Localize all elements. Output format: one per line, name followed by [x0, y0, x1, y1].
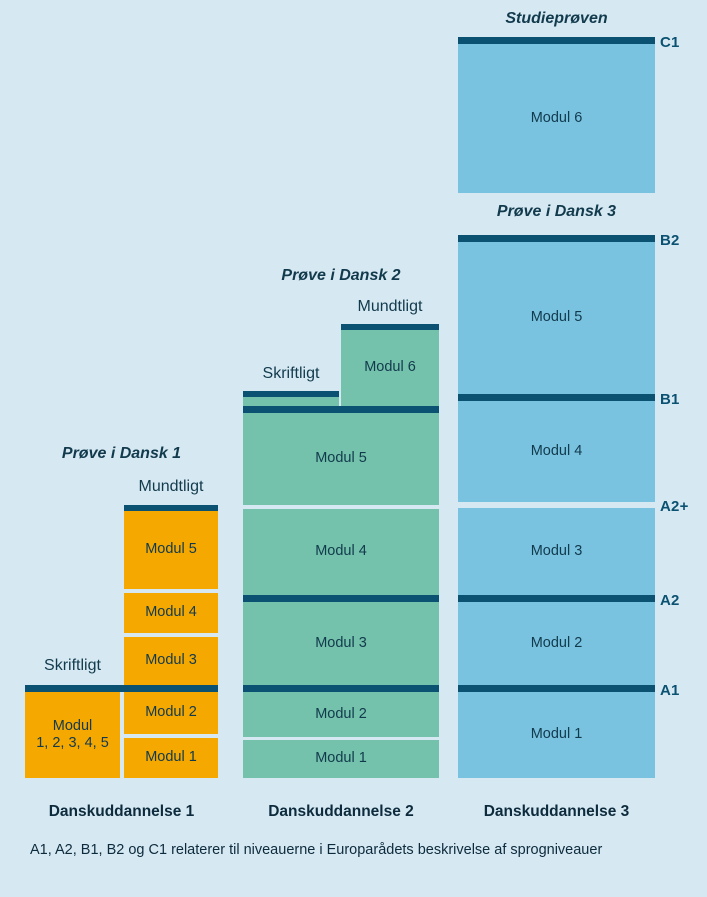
- column-footer-danskuddannelse-3: Danskuddannelse 3: [483, 803, 630, 820]
- level-label-b2: B2: [660, 232, 680, 249]
- bar-du2-a1: [243, 685, 439, 692]
- block-du2-modul-2[interactable]: Modul 2: [243, 692, 439, 737]
- block-du2-skriftligt-stub: [243, 397, 339, 406]
- block-du1-modul-1[interactable]: Modul 1: [124, 738, 218, 778]
- block-du3-modul-3[interactable]: Modul 3: [458, 508, 655, 595]
- block-du2-modul-3[interactable]: Modul 3: [243, 602, 439, 685]
- block-du2-modul-6[interactable]: Modul 6: [341, 330, 439, 406]
- column-footer-danskuddannelse-1: Danskuddannelse 1: [48, 803, 195, 820]
- level-bar-a2: [458, 595, 655, 602]
- sublabel-du2-mundtligt: Mundtligt: [357, 298, 423, 315]
- level-label-a1: A1: [660, 682, 680, 699]
- block-du1-modul-5[interactable]: Modul 5: [124, 511, 218, 589]
- sublabel-du1-skriftligt: Skriftligt: [44, 657, 101, 674]
- bar-du2-a2: [243, 595, 439, 602]
- block-du1-modul-2[interactable]: Modul 2: [124, 692, 218, 734]
- block-du1-modul-3[interactable]: Modul 3: [124, 637, 218, 685]
- block-du3-modul-1[interactable]: Modul 1: [458, 692, 655, 778]
- exam-title-prove-i-dansk-3: Prøve i Dansk 3: [496, 203, 617, 220]
- footnote-text: A1, A2, B1, B2 og C1 relaterer til nivea…: [30, 842, 603, 858]
- level-label-b1: B1: [660, 391, 680, 408]
- column-footer-danskuddannelse-2: Danskuddannelse 2: [268, 803, 414, 820]
- block-du3-modul-6[interactable]: Modul 6: [458, 44, 655, 193]
- level-bar-c1: [458, 37, 655, 44]
- level-label-c1: C1: [660, 34, 680, 51]
- exam-title-prove-i-dansk-2: Prøve i Dansk 2: [281, 267, 401, 284]
- exam-title-prove-i-dansk-1: Prøve i Dansk 1: [61, 445, 182, 462]
- block-du2-modul-4[interactable]: Modul 4: [243, 509, 439, 595]
- sublabel-du1-mundtligt: Mundtligt: [138, 478, 204, 495]
- level-bar-a1: [458, 685, 655, 692]
- block-du2-modul-5[interactable]: Modul 5: [243, 413, 439, 505]
- exam-title-studiepoven: Studieprøven: [505, 10, 608, 27]
- block-du3-modul-2[interactable]: Modul 2: [458, 602, 655, 685]
- sublabel-du2-skriftligt: Skriftligt: [262, 365, 320, 382]
- level-label-a2plus: A2+: [660, 498, 689, 515]
- bar-du1-exam-line: [25, 685, 218, 692]
- block-du1-modul-1-2-3-4-5[interactable]: Modul 1, 2, 3, 4, 5: [25, 692, 120, 778]
- level-bar-b2: [458, 235, 655, 242]
- block-du3-modul-4[interactable]: Modul 4: [458, 401, 655, 502]
- level-bar-b1: [458, 394, 655, 401]
- bar-du1-mundtligt-top: [124, 505, 218, 511]
- bar-du2-skriftligt-top: [243, 391, 339, 397]
- bar-du2-mundtligt-top: [341, 324, 439, 330]
- level-label-a2: A2: [660, 592, 680, 609]
- block-du2-modul-1[interactable]: Modul 1: [243, 740, 439, 778]
- block-du1-modul-4[interactable]: Modul 4: [124, 593, 218, 633]
- block-du3-modul-5[interactable]: Modul 5: [458, 242, 655, 394]
- bar-du2-exam-line: [243, 406, 439, 413]
